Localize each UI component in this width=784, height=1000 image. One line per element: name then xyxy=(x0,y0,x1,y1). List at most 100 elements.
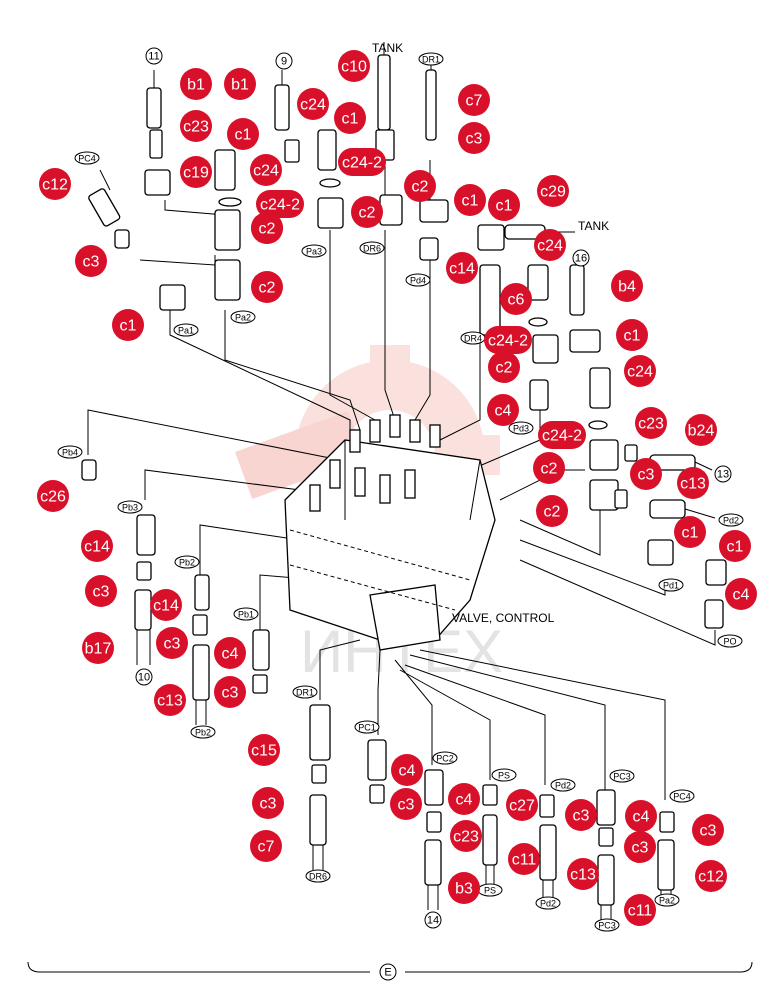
circled-number-n13: 13 xyxy=(714,465,732,483)
callout-c2-d: c2 xyxy=(251,271,283,303)
callout-c1-d: c1 xyxy=(488,189,520,221)
callout-label: c7 xyxy=(466,93,483,110)
port-tag-Pb2-low: Pb2 xyxy=(190,725,216,739)
callout-c1-c: c1 xyxy=(454,184,486,216)
circled-number-label: 14 xyxy=(427,915,439,927)
callout-c11-a: c11 xyxy=(508,843,540,875)
callout-c1-g: c1 xyxy=(674,516,706,548)
callout-label: c14 xyxy=(449,261,475,278)
port-tag-label: Pa3 xyxy=(306,247,322,257)
port-tag-Pb3: Pb3 xyxy=(117,500,143,514)
callout-c3-d: c3 xyxy=(214,676,246,708)
callout-c24-2-a: c24-2 xyxy=(256,190,304,218)
port-tag-label: DR1 xyxy=(422,55,440,65)
callout-c3-f: c3 xyxy=(390,788,422,820)
o-rings xyxy=(218,178,608,430)
callout-label: c15 xyxy=(251,743,277,760)
port-tag-PS-b: PS xyxy=(477,883,503,897)
port-tag-label: PO xyxy=(723,637,736,647)
callout-label: c3 xyxy=(700,823,717,840)
callout-label: c24-2 xyxy=(488,333,528,350)
callout-label: c6 xyxy=(508,292,525,309)
callout-label: c2 xyxy=(259,221,276,238)
callout-c4-b: c4 xyxy=(725,578,757,610)
callout-c26: c26 xyxy=(37,480,69,512)
port-tag-label: DR1 xyxy=(296,688,314,698)
callout-c13-b: c13 xyxy=(154,684,186,716)
valve-ports xyxy=(309,414,441,512)
callout-label: c24 xyxy=(300,97,326,114)
port-tag-Pa2-low: Pa2 xyxy=(654,893,680,907)
callout-c3-c: c3 xyxy=(156,627,188,659)
callout-label: c24-2 xyxy=(260,197,300,214)
port-tag-label: Pd2 xyxy=(555,781,571,791)
callout-label: c3 xyxy=(573,808,590,825)
callout-label: c4 xyxy=(222,646,239,663)
callout-c3-left: c3 xyxy=(75,245,107,277)
callout-c29: c29 xyxy=(537,175,569,207)
callout-b3: b3 xyxy=(448,872,480,904)
callout-c3-g: c3 xyxy=(565,799,597,831)
callout-c13-c: c13 xyxy=(567,858,599,890)
callout-c4-e: c4 xyxy=(448,783,480,815)
callout-c24-2-b: c24-2 xyxy=(338,148,386,176)
callout-label: c23 xyxy=(183,119,209,136)
callout-label: c2 xyxy=(496,360,513,377)
callout-c24-d: c24 xyxy=(624,355,656,387)
callout-label: c3 xyxy=(164,636,181,653)
port-tag-label: PS xyxy=(484,886,496,896)
port-tag-Pa1: Pa1 xyxy=(173,323,199,337)
circled-number-label: 10 xyxy=(138,672,150,684)
port-tag-Pd3: Pd3 xyxy=(508,421,534,435)
callout-c23-top: c23 xyxy=(180,110,212,142)
port-tag-Pd2-r: Pd2 xyxy=(718,513,744,527)
port-tag-label: Pb4 xyxy=(62,448,78,458)
callout-label: c3 xyxy=(466,131,483,148)
port-tag-Pb2-mid: Pb2 xyxy=(174,555,200,569)
callout-label: c3 xyxy=(398,797,415,814)
port-tag-label: PC3 xyxy=(613,772,631,782)
callout-label: c2 xyxy=(359,205,376,222)
callout-label: c23 xyxy=(453,829,479,846)
port-tag-label: Pd3 xyxy=(513,424,529,434)
callout-c24-2-c: c24-2 xyxy=(484,326,532,354)
circled-number-n9: 9 xyxy=(275,52,293,70)
port-tag-label: Pb2 xyxy=(195,728,211,738)
callout-label: c13 xyxy=(157,693,183,710)
circled-number-label: E xyxy=(384,967,391,979)
circled-number-label: 11 xyxy=(148,51,159,63)
port-tag-label: DR4 xyxy=(464,334,482,344)
callout-b1-b: b1 xyxy=(224,68,256,100)
callout-c2-e: c2 xyxy=(251,212,283,244)
callout-c1-f: c1 xyxy=(616,319,648,351)
port-tag-label: Pb2 xyxy=(179,558,195,568)
callout-label: c1 xyxy=(624,328,641,345)
callout-label: c3 xyxy=(222,685,239,702)
callout-c24-2-d: c24-2 xyxy=(538,421,586,449)
port-tag-label: DR6 xyxy=(309,872,327,882)
callout-c24-a: c24 xyxy=(297,88,329,120)
callout-label: c19 xyxy=(183,165,209,182)
callout-c24-c: c24 xyxy=(534,229,566,261)
callout-label: c3 xyxy=(632,840,649,857)
callout-label: c3 xyxy=(83,254,100,271)
callout-c4-a: c4 xyxy=(487,394,519,426)
callout-c19: c19 xyxy=(180,156,212,188)
callout-c2-b: c2 xyxy=(351,196,383,228)
callout-b4: b4 xyxy=(611,270,643,302)
callout-label: c3 xyxy=(93,584,110,601)
port-tag-PC2: PC2 xyxy=(432,751,458,765)
callout-c7-bottom: c7 xyxy=(250,830,282,862)
port-tag-label: PC4 xyxy=(673,792,691,802)
callout-label: c2 xyxy=(259,280,276,297)
port-tag-Pd1: Pd1 xyxy=(658,578,684,592)
port-tag-DR4: DR4 xyxy=(460,331,486,345)
port-tag-label: Pa1 xyxy=(178,326,194,336)
callout-label: c10 xyxy=(341,59,367,76)
port-tag-label: Pa2 xyxy=(659,896,675,906)
port-tag-label: Pd2 xyxy=(540,899,556,909)
port-tag-label: PC1 xyxy=(358,723,376,733)
callout-label: b4 xyxy=(618,279,636,296)
callout-c3-h: c3 xyxy=(692,814,724,846)
